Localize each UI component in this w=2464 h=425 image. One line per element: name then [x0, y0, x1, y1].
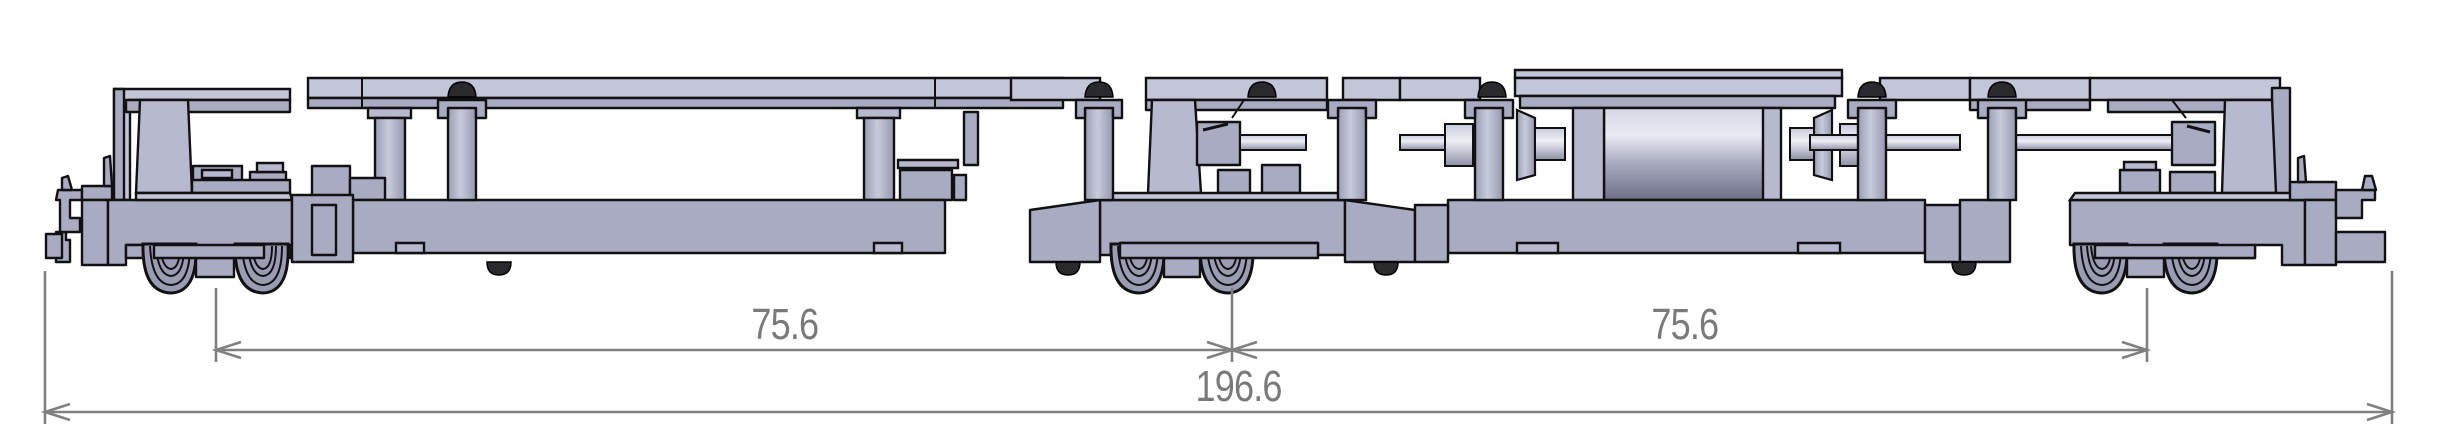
motor-can: [1602, 106, 1766, 202]
screw-icon: [1084, 81, 1114, 98]
left-end-bogie: [44, 87, 294, 295]
screw-icon: [1247, 81, 1277, 98]
dimension-label-overall-length: 196.6: [1195, 362, 1282, 411]
dimension-label-right-wheelbase: 75.6: [1651, 300, 1719, 349]
screw-icon: [447, 81, 477, 98]
dimension-overall-length: [40, 402, 2397, 422]
right-end-bogie: [2009, 76, 2387, 295]
arrow-left-icon: [1227, 340, 1258, 360]
screw-icon: [1987, 81, 2017, 98]
screw-icon: [1857, 81, 1887, 98]
dimension-right-wheelbase: [1227, 340, 2152, 360]
mounting-posts: [436, 98, 2028, 202]
motor-section: [1341, 68, 1972, 264]
dimension-left-wheelbase: [211, 340, 1237, 360]
arrow-right-icon: [2366, 402, 2397, 422]
dimension-label-left-wheelbase: 75.6: [751, 300, 819, 349]
center-bogie: [1009, 76, 1417, 295]
screw-icon: [1477, 81, 1507, 98]
left-frame-section: [290, 76, 1065, 264]
arrow-right-icon: [2121, 340, 2152, 360]
arrow-left-icon: [211, 340, 242, 360]
arrow-left-icon: [40, 402, 71, 422]
dimension-lines: [40, 271, 2397, 424]
screws: [447, 81, 2017, 276]
